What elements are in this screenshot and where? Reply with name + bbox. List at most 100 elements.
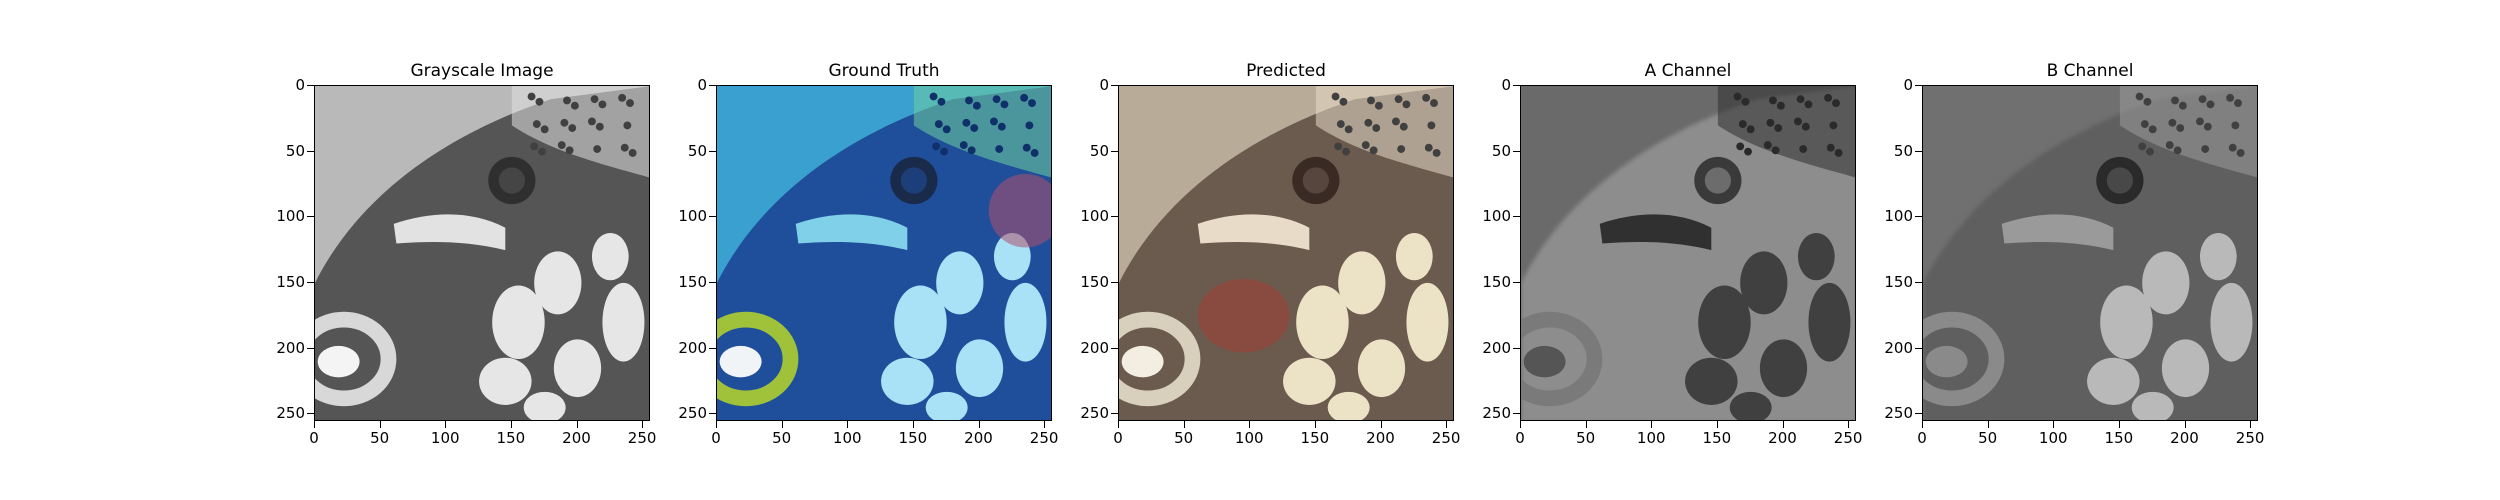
mouth [1523,345,1566,378]
y-tick-label: 100 [678,207,707,226]
pattern-dot [942,125,951,134]
pattern-dot [618,93,627,102]
pattern-dot [2198,95,2207,104]
mouth-ring [315,311,397,407]
head-stripe [2001,214,2114,251]
x-tick-mark [2184,421,2186,428]
y-tick-mark [709,347,716,349]
pattern-dot [560,118,569,127]
pattern-dot [2226,93,2235,102]
x-tick-label: 200 [1366,429,1395,447]
fish-pupil [1704,167,1731,194]
head-stripe [393,214,506,251]
fish-a-channel-image-icon [1520,85,1856,421]
fish-pupil [2106,167,2133,194]
y-tick-label: 0 [697,76,707,94]
fish-body [1119,86,1453,420]
x-tick-label: 150 [1300,429,1330,447]
subplot-title: A Channel [1644,61,1732,81]
pattern-dot [940,147,948,156]
pattern-dot [570,101,579,110]
pattern-dot [1834,149,1843,157]
y-tick-mark [709,216,716,218]
x-tick-label: 50 [370,429,390,447]
fish-spot [1685,357,1738,405]
pattern-dot [588,117,596,126]
pattern-dot [929,92,938,101]
x-tick-label: 250 [1833,429,1863,447]
pattern-dot [1331,92,1340,101]
pattern-dot [1774,124,1783,132]
pattern-dot [962,118,971,127]
pattern-dot [1424,143,1433,152]
fish-spot [955,339,1004,398]
pattern-dot [1766,118,1775,127]
pattern-dot [2228,143,2237,152]
x-tick-label: 250 [2235,429,2265,447]
x-tick-mark [314,421,315,428]
fish-spot [602,282,645,362]
pattern-dot [1361,141,1370,149]
x-tick-label: 150 [1702,429,1732,447]
pattern-dot [2146,147,2154,156]
head-stripe [795,214,908,251]
x-tick-label: 200 [562,429,591,447]
fish-spot [2087,357,2140,405]
mouth [317,345,360,378]
fish-spot [1327,391,1370,420]
pattern-dot [1397,145,1406,153]
pattern-dot [590,95,599,104]
mouth-ring [1521,311,1603,407]
mouth [1121,345,1164,378]
pattern-dot [626,99,634,107]
pattern-dot [1367,96,1375,105]
y-tick-mark [1111,413,1118,415]
y-tick-mark [307,413,314,415]
y-tick-label: 200 [678,338,707,357]
y-tick-mark [1513,216,1520,218]
red-tint [1197,278,1290,353]
pattern-dot [1344,125,1353,134]
pattern-dot [2148,125,2157,134]
pattern-dot [937,97,946,106]
y-tick-label: 200 [1884,338,1913,357]
fish-spot [894,285,947,359]
pattern-dot [1030,149,1039,157]
y-tick-mark [307,281,314,283]
y-tick-label: 150 [1482,272,1511,291]
x-tick-label: 150 [898,429,928,447]
x-tick-label: 0 [309,429,319,447]
pattern-dot [2168,118,2177,127]
y-tick-mark [709,150,716,152]
pattern-dot [1392,117,1400,126]
x-tick-label: 50 [772,429,792,447]
x-tick-mark [2250,421,2252,428]
pattern-dot [990,117,998,126]
fish-spot [1740,251,1788,315]
pattern-dot [1342,147,1350,156]
x-tick-label: 250 [627,429,657,447]
y-tick-mark [709,85,716,86]
y-tick-mark [307,150,314,152]
pattern-dot [2171,96,2179,105]
x-tick-label: 100 [1234,429,1264,447]
y-tick-mark [1915,281,1922,283]
pattern-dot [1746,125,1755,134]
mouth-ring [717,311,799,407]
pattern-dot [997,122,1006,131]
y-tick-label: 200 [1482,338,1511,357]
y-tick-mark [1111,216,1118,218]
pattern-dot [1763,141,1772,149]
y-tick-mark [1513,347,1520,349]
x-tick-mark [1520,421,1521,428]
top-pattern [1315,86,1453,178]
y-tick-label: 100 [1884,207,1913,226]
fish-b-channel-image-icon [1922,85,2258,421]
x-tick-label: 0 [1515,429,1525,447]
pattern-dot [1832,99,1840,107]
pattern-dot [593,145,602,153]
pattern-dot [2203,122,2212,131]
x-tick-mark [1380,421,1382,428]
